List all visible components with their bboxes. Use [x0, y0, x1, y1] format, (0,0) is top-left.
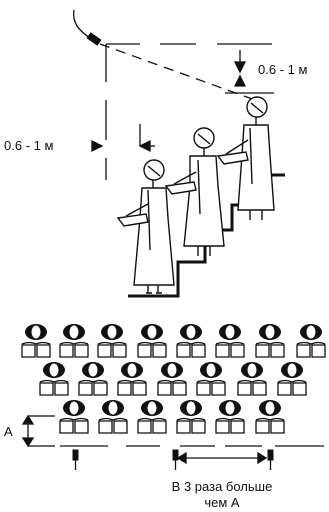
music-book-icon: [21, 341, 51, 358]
choir-member: [277, 361, 307, 396]
music-book-icon: [215, 417, 245, 434]
music-book-icon: [176, 417, 206, 434]
singer-figure: [216, 96, 275, 220]
choir-member: [176, 323, 206, 358]
choir-member: [98, 399, 128, 434]
music-book-icon: [39, 379, 69, 396]
mic-aim-line: [99, 43, 256, 101]
choir-head-icon: [299, 323, 323, 341]
music-book-icon: [59, 341, 89, 358]
horizontal-distance-arrow: [91, 124, 155, 153]
choir-member: [97, 323, 127, 358]
choir-head-icon: [179, 323, 203, 341]
music-book-icon: [117, 379, 147, 396]
choir-head-icon: [179, 399, 203, 417]
music-book-icon: [137, 417, 167, 434]
music-book-icon: [237, 379, 267, 396]
choir-head-icon: [258, 399, 282, 417]
choir-head-icon: [24, 323, 48, 341]
choir-head-icon: [42, 361, 66, 379]
choir-member: [137, 323, 167, 358]
choir-head-icon: [62, 399, 86, 417]
vertical-distance-label: 0.6 - 1 м: [258, 62, 307, 77]
floor-microphone-icon: [267, 449, 274, 470]
choir-member: [215, 323, 245, 358]
choir-member: [78, 361, 108, 396]
spacing-a-label: A: [4, 424, 13, 439]
music-book-icon: [98, 417, 128, 434]
choir-top-view: [21, 323, 326, 434]
choir-member: [39, 361, 69, 396]
music-book-icon: [255, 341, 285, 358]
floor-microphone-icon: [172, 449, 179, 470]
choir-member: [237, 361, 267, 396]
choir-head-icon: [140, 323, 164, 341]
music-book-icon: [59, 417, 89, 434]
music-book-icon: [255, 417, 285, 434]
choir-member: [196, 361, 226, 396]
singer-figure: [116, 159, 175, 294]
music-book-icon: [176, 341, 206, 358]
choir-head-icon: [81, 361, 105, 379]
horizontal-distance-label: 0.6 - 1 м: [4, 138, 53, 153]
choir-head-icon: [240, 361, 264, 379]
music-book-icon: [196, 379, 226, 396]
choir-member: [255, 323, 285, 358]
vertical-distance-arrow: [233, 50, 247, 87]
choir-head-icon: [280, 361, 304, 379]
mic-height-reference: [105, 43, 274, 180]
choir-head-icon: [218, 323, 242, 341]
choir-member: [117, 361, 147, 396]
mic-spacing-note-line2: чем A: [204, 495, 240, 510]
mic-spacing-arrow: [176, 451, 268, 465]
choir-member: [176, 399, 206, 434]
music-book-icon: [277, 379, 307, 396]
choir-head-icon: [101, 399, 125, 417]
choir-head-icon: [199, 361, 223, 379]
choir-member: [59, 323, 89, 358]
music-book-icon: [78, 379, 108, 396]
choir-member: [137, 399, 167, 434]
overhead-microphone-icon: [72, 9, 102, 46]
choir-member: [215, 399, 245, 434]
music-book-icon: [215, 341, 245, 358]
choir-member: [21, 323, 51, 358]
spacing-a-arrow: [21, 414, 35, 448]
floor-spacing-lines: [28, 415, 324, 447]
mic-spacing-note-line1: В 3 раза больше: [172, 479, 273, 494]
music-book-icon: [157, 379, 187, 396]
choir-member: [157, 361, 187, 396]
choir-member: [296, 323, 326, 358]
singer-figure: [164, 127, 225, 256]
choir-head-icon: [218, 399, 242, 417]
choir-head-icon: [258, 323, 282, 341]
music-book-icon: [137, 341, 167, 358]
music-book-icon: [97, 341, 127, 358]
floor-microphone-icon: [72, 449, 79, 470]
choir-head-icon: [160, 361, 184, 379]
choir-member: [255, 399, 285, 434]
music-book-icon: [296, 341, 326, 358]
choir-member: [59, 399, 89, 434]
choir-head-icon: [100, 323, 124, 341]
choir-head-icon: [62, 323, 86, 341]
choir-head-icon: [120, 361, 144, 379]
choir-head-icon: [140, 399, 164, 417]
